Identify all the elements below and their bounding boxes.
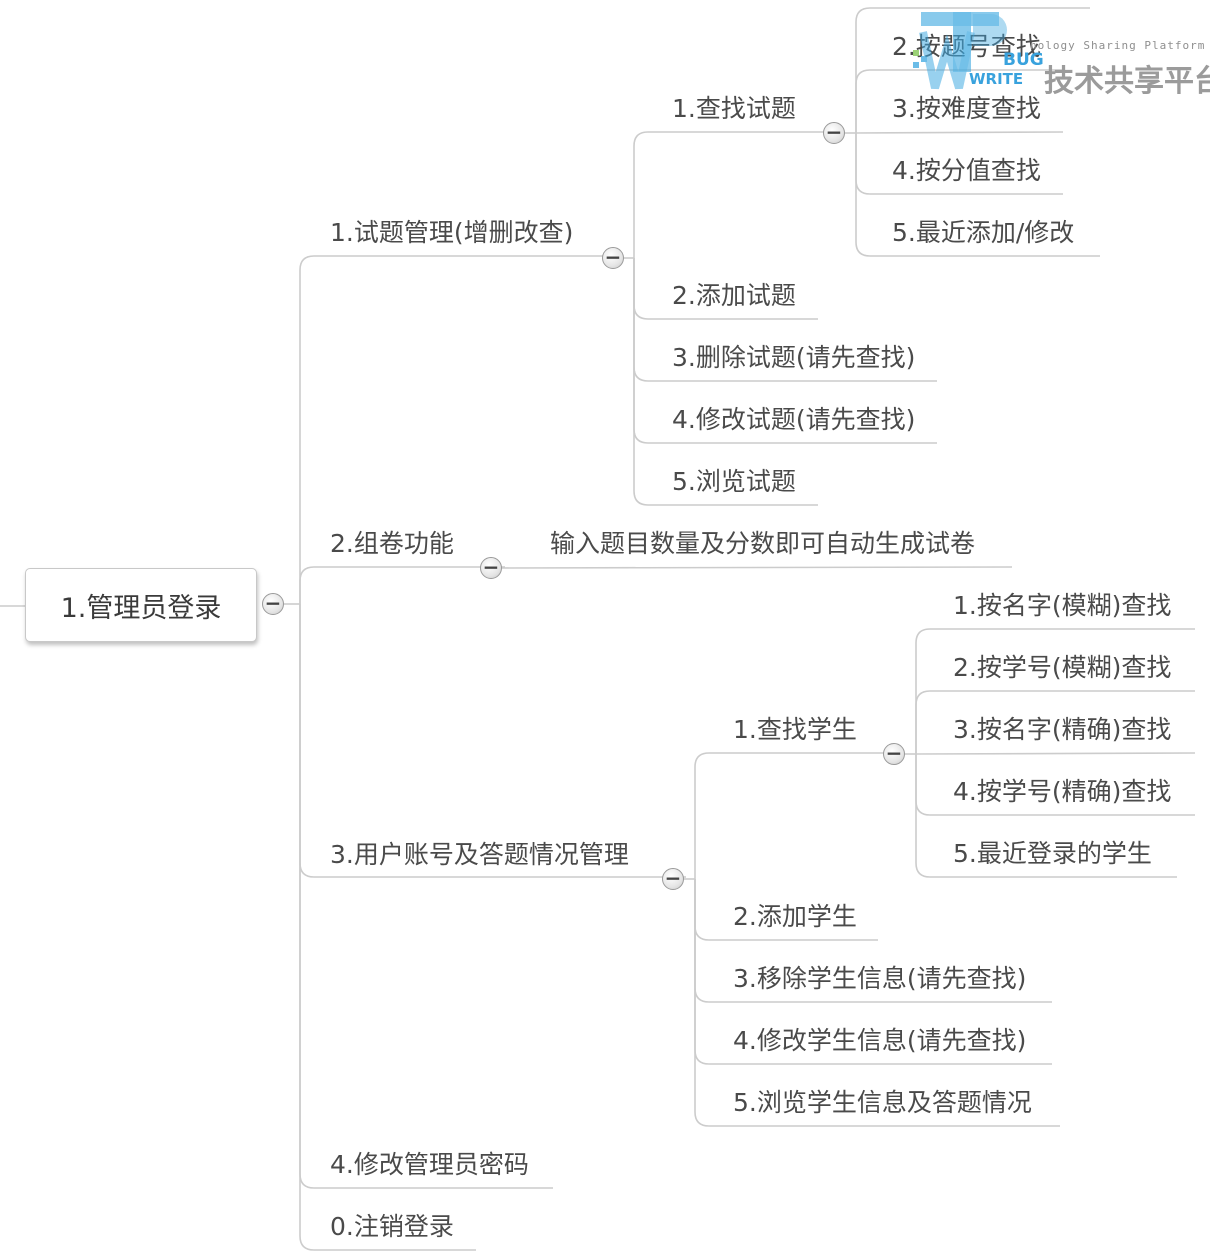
node-find-id-exact[interactable]: 4.按学号(精确)查找 (953, 777, 1172, 806)
node-question-management[interactable]: 1.试题管理(增删改查) (330, 218, 574, 247)
connector-line (855, 7, 1090, 133)
node-auto-generate-paper[interactable]: 输入题目数量及分数即可自动生成试卷 (550, 529, 976, 558)
connector-line (855, 133, 1100, 257)
node-user-management[interactable]: 3.用户账号及答题情况管理 (330, 840, 629, 869)
connector-line (299, 604, 553, 1189)
node-find-by-score[interactable]: 4.按分值查找 (892, 156, 1041, 185)
node-add-question[interactable]: 2.添加试题 (672, 281, 796, 310)
node-paper-assembly[interactable]: 2.组卷功能 (330, 529, 454, 558)
connector-line (915, 690, 1195, 754)
node-recently-added[interactable]: 5.最近添加/修改 (892, 218, 1075, 247)
connector-line (299, 255, 614, 604)
node-remove-student[interactable]: 3.移除学生信息(请先查找) (733, 964, 1027, 993)
connector-line (633, 258, 818, 506)
connector-line (299, 566, 505, 604)
connector-line (855, 131, 1064, 134)
connector-line (694, 752, 895, 879)
watermark-bug-text: BUG (1003, 50, 1044, 70)
node-find-name-fuzzy[interactable]: 1.按名字(模糊)查找 (953, 591, 1172, 620)
node-logout[interactable]: 0.注销登录 (330, 1212, 454, 1241)
connector-line (915, 628, 1195, 754)
collapse-toggle-find-student[interactable]: − (883, 743, 905, 765)
node-browse-students[interactable]: 5.浏览学生信息及答题情况 (733, 1088, 1032, 1117)
connector-line (915, 752, 1196, 755)
connector-line (633, 131, 835, 258)
node-edit-student[interactable]: 4.修改学生信息(请先查找) (733, 1026, 1027, 1055)
node-recent-logins[interactable]: 5.最近登录的学生 (953, 839, 1152, 868)
collapse-toggle-user-management[interactable]: − (662, 868, 684, 890)
connector-line (855, 69, 1063, 133)
node-find-question[interactable]: 1.查找试题 (672, 94, 796, 123)
watermark-name: 技术共享平台 (1044, 64, 1210, 99)
node-find-id-fuzzy[interactable]: 2.按学号(模糊)查找 (953, 653, 1172, 682)
node-find-by-difficulty[interactable]: 3.按难度查找 (892, 94, 1041, 123)
watermark-write-text: WRITE (969, 70, 1024, 88)
connector-line (915, 754, 1177, 878)
node-delete-question[interactable]: 3.删除试题(请先查找) (672, 343, 916, 372)
bugwrite-logo-icon (913, 12, 1007, 90)
watermark: BUG WRITE nology Sharing Platform 技术共享平台 (905, 8, 1210, 99)
connector-line (694, 879, 1060, 1127)
collapse-toggle-find-question[interactable]: − (823, 122, 845, 144)
collapse-toggle-paper-assembly[interactable]: − (480, 557, 502, 579)
node-add-student[interactable]: 2.添加学生 (733, 902, 857, 931)
watermark-tagline: nology Sharing Platform (1030, 39, 1206, 52)
connector-line (299, 604, 476, 1251)
connector-line (299, 604, 686, 878)
node-change-password[interactable]: 4.修改管理员密码 (330, 1150, 529, 1179)
connector-line (501, 566, 1013, 569)
node-browse-questions[interactable]: 5.浏览试题 (672, 467, 796, 496)
collapse-toggle-root[interactable]: − (262, 593, 284, 615)
node-find-student[interactable]: 1.查找学生 (733, 715, 857, 744)
node-find-name-exact[interactable]: 3.按名字(精确)查找 (953, 715, 1172, 744)
root-node[interactable]: 1.管理员登录 (25, 568, 257, 642)
node-edit-question[interactable]: 4.修改试题(请先查找) (672, 405, 916, 434)
collapse-toggle-question-management[interactable]: − (602, 247, 624, 269)
root-node-label: 1.管理员登录 (60, 592, 222, 624)
